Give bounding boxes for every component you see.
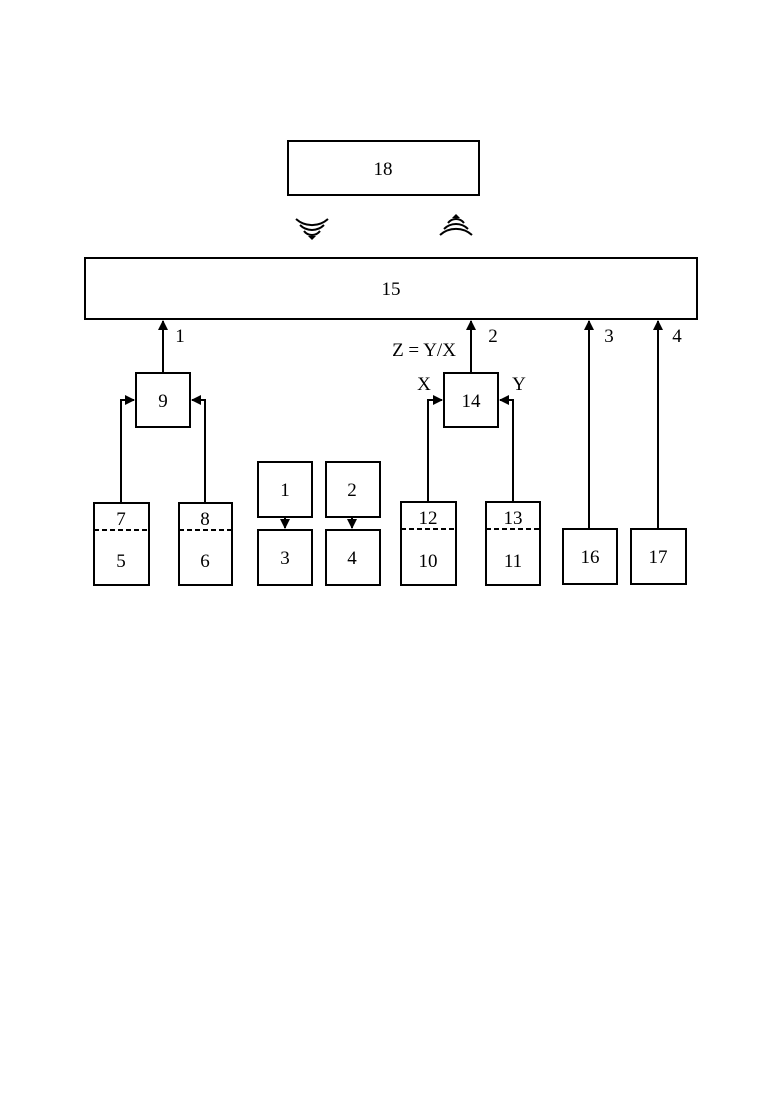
block-3: 3 [258,530,312,585]
block-10-label: 10 [419,551,438,572]
block-15-label: 15 [382,279,401,300]
block-18: 18 [288,141,479,195]
block-4: 4 [326,530,380,585]
block-2-label: 2 [347,480,357,501]
block-6-label: 6 [200,551,210,572]
formula-label: Z = Y/X [392,340,456,361]
block-8-label: 8 [200,509,210,530]
input-x-label: X [417,374,431,395]
block-7-5: 7 5 [94,503,149,585]
block-12-label: 12 [419,508,438,529]
block-8-6: 8 6 [179,503,232,585]
block-14-label: 14 [462,391,482,412]
block-1-label: 1 [280,480,290,501]
input-y-label: Y [512,374,526,395]
block-13-to-14-connector: Y [500,374,526,502]
block-7-to-9-connector [121,400,134,503]
wireless-signal-icon [440,214,472,235]
block-5-label: 5 [116,551,126,572]
channel-3-arrow: 3 [589,321,614,529]
channel-4-label: 4 [672,326,682,347]
block-8-to-9-connector [192,400,205,503]
block-1: 1 [258,462,312,517]
block-16: 16 [563,529,617,584]
block-13-11: 13 11 [486,502,540,585]
channel-2-label: 2 [488,326,498,347]
channel-3-label: 3 [604,326,614,347]
channel-4-arrow: 4 [658,321,682,529]
channel-1-arrow: 1 [163,321,185,373]
channel-1-label: 1 [175,326,185,347]
block-9: 9 [136,373,190,427]
block-11-label: 11 [504,551,522,572]
wireless-signal-icon [296,219,328,240]
block-17-label: 17 [649,547,668,568]
block-17: 17 [631,529,686,584]
block-12-10: 12 10 [401,502,456,585]
block-9-label: 9 [158,391,168,412]
block-2: 2 [326,462,380,517]
block-14: 14 [444,373,498,427]
block-13-label: 13 [504,508,523,529]
block-3-label: 3 [280,548,290,569]
block-15: 15 [85,258,697,319]
block-4-label: 4 [347,548,357,569]
block-16-label: 16 [581,547,600,568]
block-12-to-14-connector: X [417,374,442,502]
block-18-label: 18 [374,159,393,180]
channel-2-arrow: 2 Z = Y/X [392,321,498,373]
block-7-label: 7 [116,509,126,530]
